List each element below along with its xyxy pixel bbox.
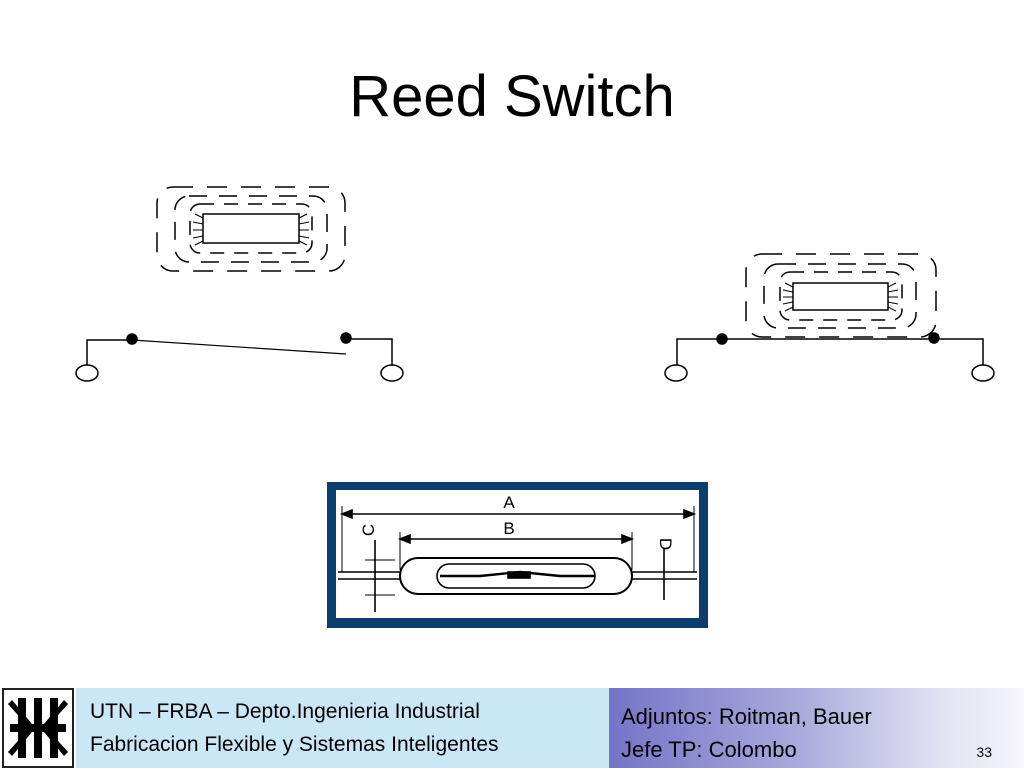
footer-staff: Adjuntos: Roitman, Bauer Jefe TP: Colomb… [609, 688, 1024, 768]
footer-institution: UTN – FRBA – Depto.Ingenieria Industrial… [76, 688, 609, 768]
switch-open [75, 332, 404, 382]
field-line-middle-left [174, 195, 328, 263]
reed-capsule-drawing: A B C D [327, 482, 708, 628]
open-contact-blade [131, 339, 347, 355]
contact-point [340, 332, 352, 344]
slide-title: Reed Switch [349, 64, 675, 129]
terminal [971, 364, 995, 382]
footer: UTN – FRBA – Depto.Ingenieria Industrial… [0, 688, 1024, 768]
footer-adjuntos: Adjuntos: Roitman, Bauer [621, 704, 872, 729]
footer-institution-line: UTN – FRBA – Depto.Ingenieria Industrial [90, 700, 480, 723]
magnet-closed-state [745, 253, 937, 338]
terminal [664, 364, 688, 382]
field-line-outer-right [745, 253, 937, 338]
contact-point [126, 333, 138, 345]
reed-switch-diagram: A B C D [75, 186, 995, 628]
field-line-inner-right [779, 271, 903, 321]
magnet-left [202, 213, 300, 244]
utn-logo-icon [2, 688, 74, 768]
magnet-right [792, 282, 889, 311]
dimension-label-d: D [656, 538, 675, 550]
dimension-label-c: C [359, 524, 378, 536]
page-number: 33 [976, 744, 992, 760]
dimension-label-b: B [503, 519, 514, 538]
contact-point [716, 333, 728, 345]
magnet-open-state [156, 186, 346, 272]
field-line-outer-left [156, 186, 346, 272]
contact-point [928, 332, 940, 344]
dimension-label-a: A [503, 493, 515, 512]
footer-jefe-tp: Jefe TP: Colombo [621, 737, 797, 762]
footer-course-line: Fabricacion Flexible y Sistemas Intelige… [90, 733, 499, 756]
terminal [380, 364, 404, 382]
switch-closed [664, 332, 995, 382]
field-line-inner-left [189, 203, 313, 254]
field-line-middle-right [763, 263, 917, 329]
terminal [75, 364, 99, 382]
